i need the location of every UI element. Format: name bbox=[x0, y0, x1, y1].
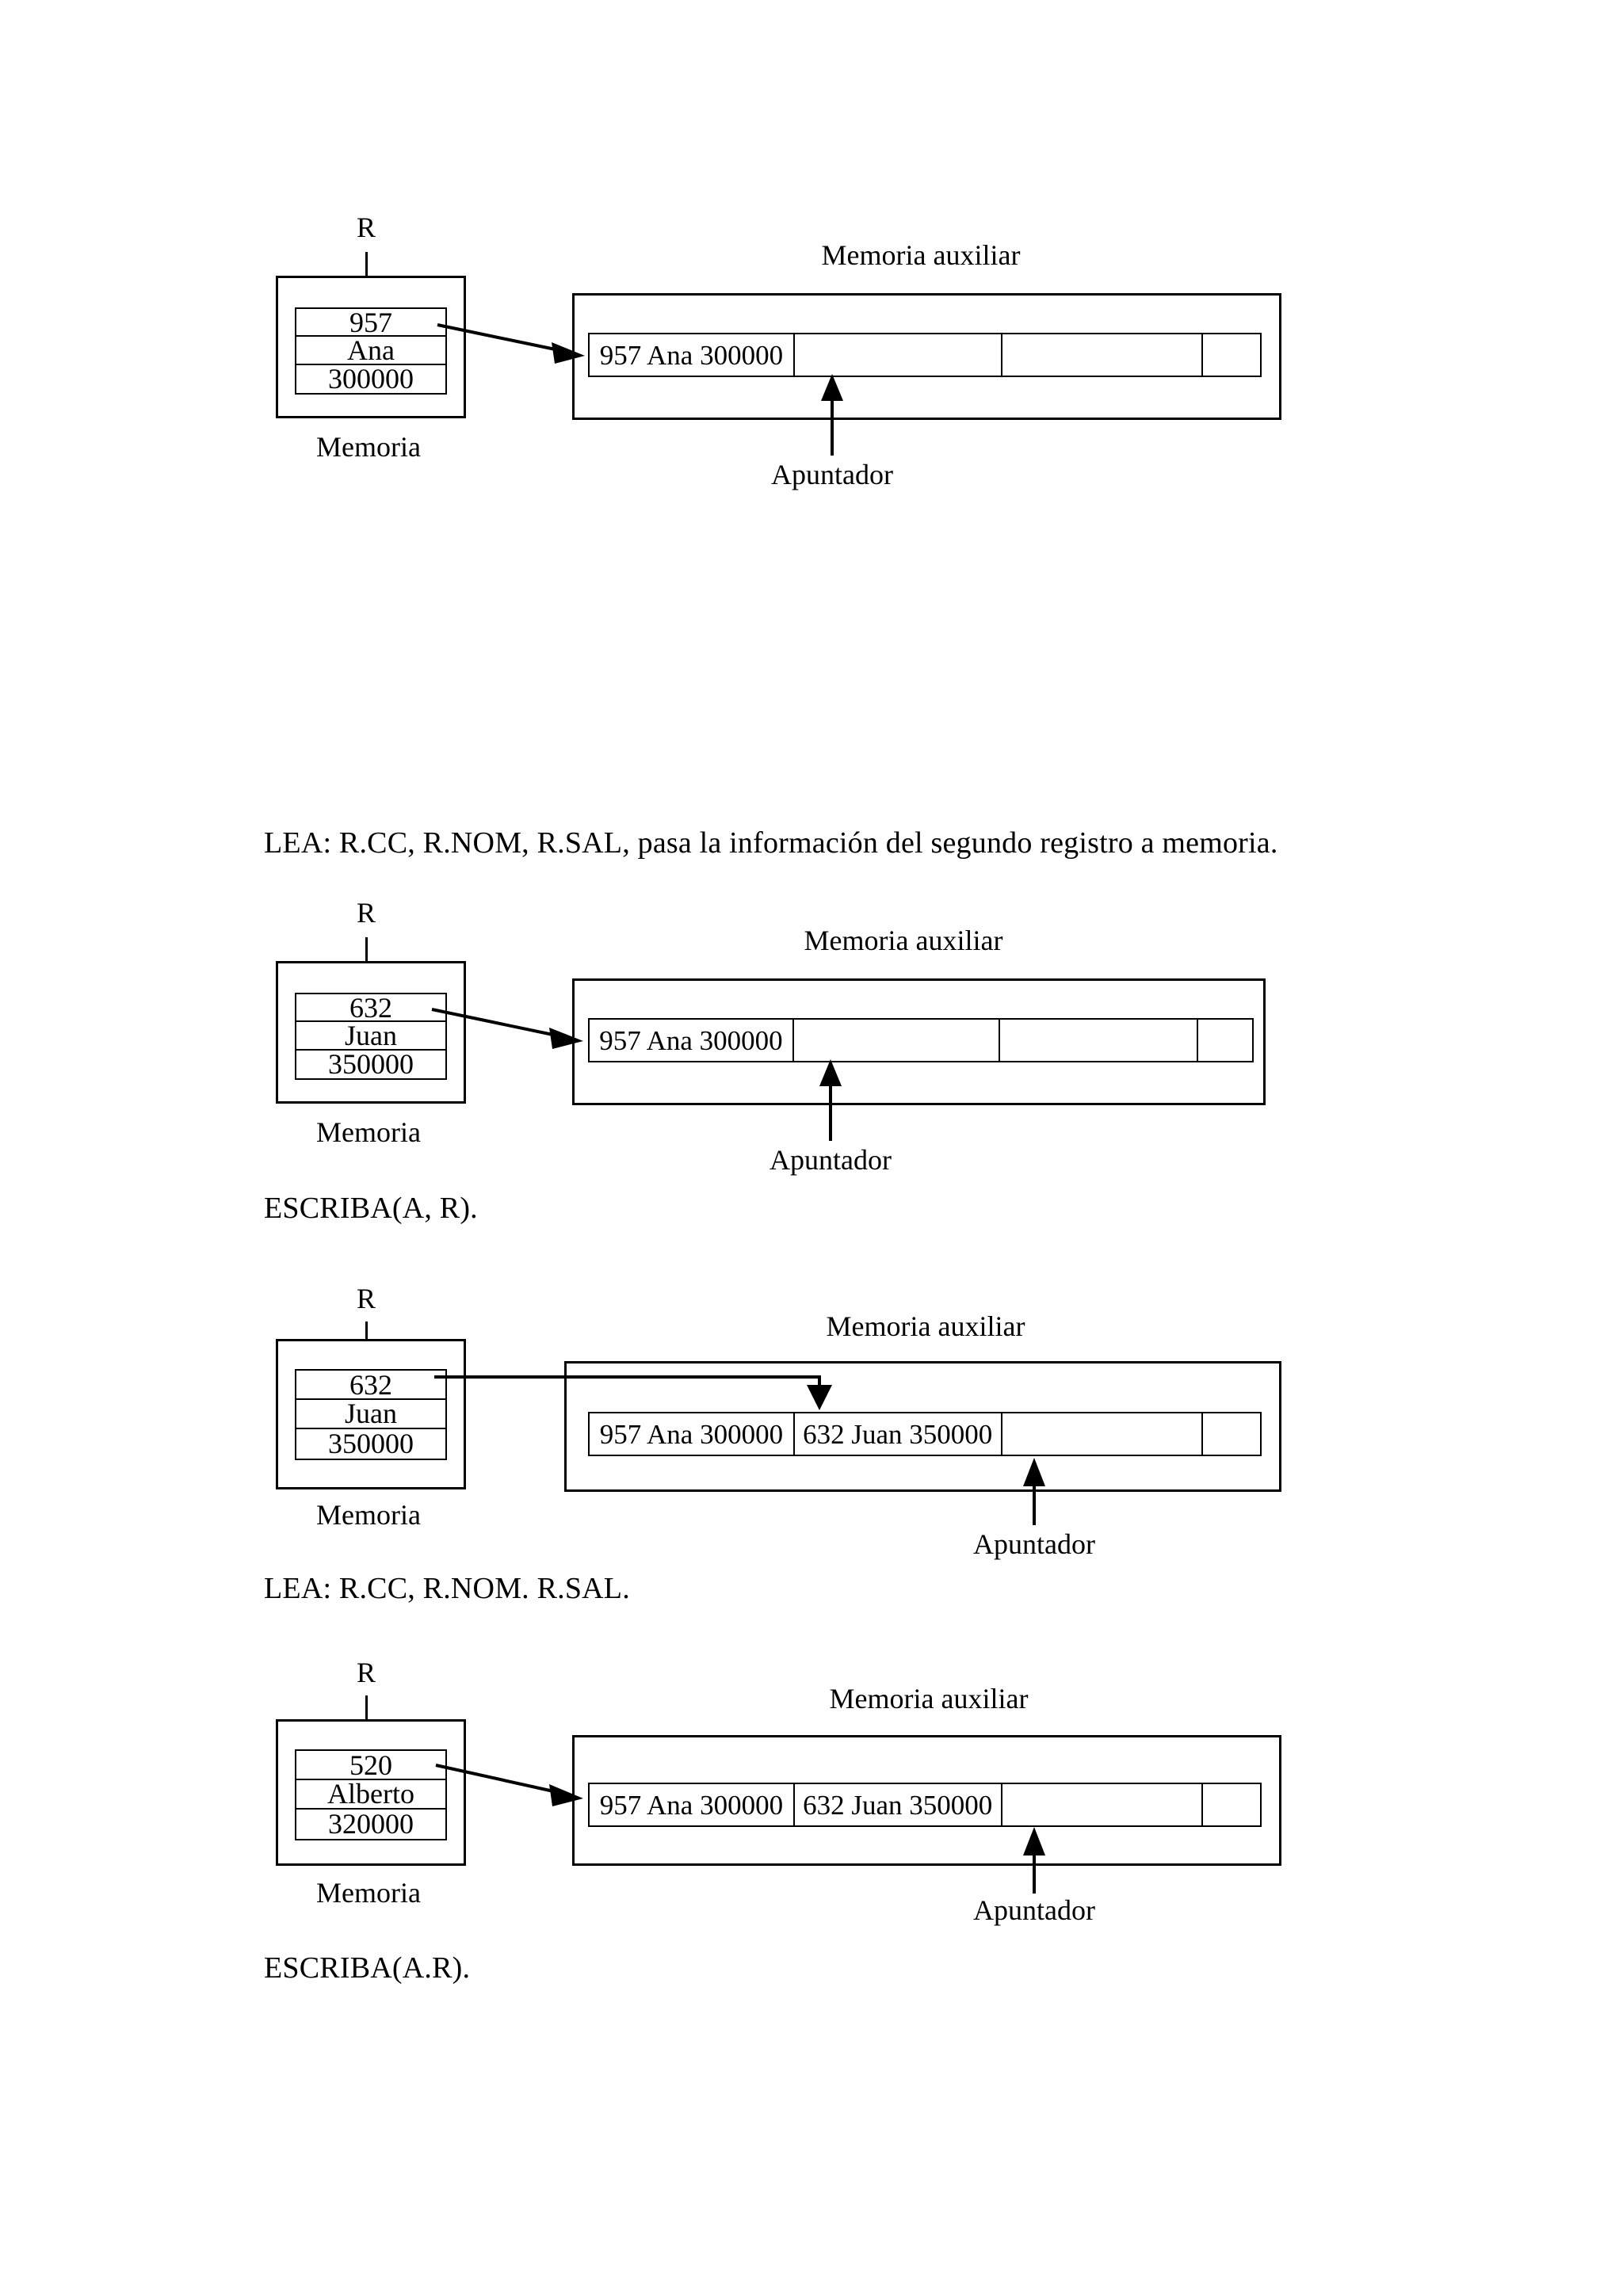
tape-strip-3: 957 Ana 300000 632 Juan 350000 bbox=[588, 1412, 1262, 1456]
tape-cell-3-1: 957 Ana 300000 bbox=[590, 1413, 795, 1455]
tape-cell-2-3 bbox=[1000, 1020, 1198, 1061]
memoria-caption-1: Memoria bbox=[316, 431, 421, 463]
tape-cell-4-2: 632 Juan 350000 bbox=[795, 1784, 1002, 1825]
register-label-3: R bbox=[356, 1283, 376, 1314]
tape-strip-2: 957 Ana 300000 bbox=[588, 1018, 1254, 1062]
register-label-4: R bbox=[356, 1657, 376, 1688]
caption-lea-2: LEA: R.CC, R.NOM. R.SAL. bbox=[264, 1572, 630, 1605]
memoria-auxiliar-title-1: Memoria auxiliar bbox=[821, 239, 1021, 271]
memoria-auxiliar-title-2: Memoria auxiliar bbox=[804, 925, 1003, 956]
memoria-table-1: 957 Ana 300000 bbox=[295, 307, 447, 395]
memoria-table-4: 520 Alberto 320000 bbox=[295, 1749, 447, 1840]
tape-cell-1-2 bbox=[795, 334, 1002, 376]
tape-cell-1-3 bbox=[1002, 334, 1204, 376]
memoria-row-sal-4: 320000 bbox=[328, 1808, 414, 1840]
tape-cell-4-3 bbox=[1002, 1784, 1204, 1825]
tape-cell-2-2 bbox=[794, 1020, 1000, 1061]
memoria-row-nom-4: Alberto bbox=[296, 1779, 445, 1810]
register-label-1: R bbox=[356, 212, 376, 243]
memoria-auxiliar-title-3: Memoria auxiliar bbox=[826, 1310, 1025, 1342]
memoria-row-nom-2: Juan bbox=[296, 1021, 445, 1051]
tape-cell-1-4 bbox=[1203, 334, 1260, 376]
memoria-row-sal-3: 350000 bbox=[328, 1428, 414, 1460]
apuntador-label-1: Apuntador bbox=[771, 459, 893, 490]
tape-cell-1-1: 957 Ana 300000 bbox=[590, 334, 795, 376]
memoria-row-nom-3: Juan bbox=[296, 1399, 445, 1429]
tape-cell-4-4 bbox=[1203, 1784, 1260, 1825]
caption-escriba-2: ESCRIBA(A.R). bbox=[264, 1951, 471, 1985]
memoria-row-cc-2: 632 bbox=[296, 994, 445, 1023]
memoria-caption-3: Memoria bbox=[316, 1499, 421, 1531]
tape-cell-3-3 bbox=[1002, 1413, 1204, 1455]
tape-cell-3-2: 632 Juan 350000 bbox=[795, 1413, 1002, 1455]
memoria-caption-2: Memoria bbox=[316, 1116, 421, 1148]
apuntador-label-2: Apuntador bbox=[769, 1144, 892, 1176]
memoria-table-2: 632 Juan 350000 bbox=[295, 993, 447, 1080]
tape-strip-4: 957 Ana 300000 632 Juan 350000 bbox=[588, 1783, 1262, 1827]
memoria-row-nom-1: Ana bbox=[296, 336, 445, 365]
caption-lea-1: LEA: R.CC, R.NOM, R.SAL, pasa la informa… bbox=[264, 826, 1278, 860]
tape-cell-2-1: 957 Ana 300000 bbox=[590, 1020, 794, 1061]
memoria-row-sal-1: 300000 bbox=[328, 363, 414, 395]
tape-strip-1: 957 Ana 300000 bbox=[588, 333, 1262, 377]
memoria-caption-4: Memoria bbox=[316, 1877, 421, 1909]
register-label-2: R bbox=[356, 897, 376, 929]
caption-escriba-1: ESCRIBA(A, R). bbox=[264, 1192, 478, 1225]
tape-cell-2-4 bbox=[1198, 1020, 1252, 1061]
memoria-table-3: 632 Juan 350000 bbox=[295, 1369, 447, 1460]
tape-cell-4-1: 957 Ana 300000 bbox=[590, 1784, 795, 1825]
memoria-row-cc-4: 520 bbox=[296, 1751, 445, 1780]
apuntador-label-4: Apuntador bbox=[973, 1894, 1095, 1926]
tape-cell-3-4 bbox=[1203, 1413, 1260, 1455]
memoria-row-cc-3: 632 bbox=[296, 1371, 445, 1400]
apuntador-label-3: Apuntador bbox=[973, 1528, 1095, 1560]
memoria-row-cc-1: 957 bbox=[296, 308, 445, 338]
memoria-row-sal-2: 350000 bbox=[328, 1048, 414, 1081]
memoria-auxiliar-title-4: Memoria auxiliar bbox=[829, 1683, 1029, 1714]
